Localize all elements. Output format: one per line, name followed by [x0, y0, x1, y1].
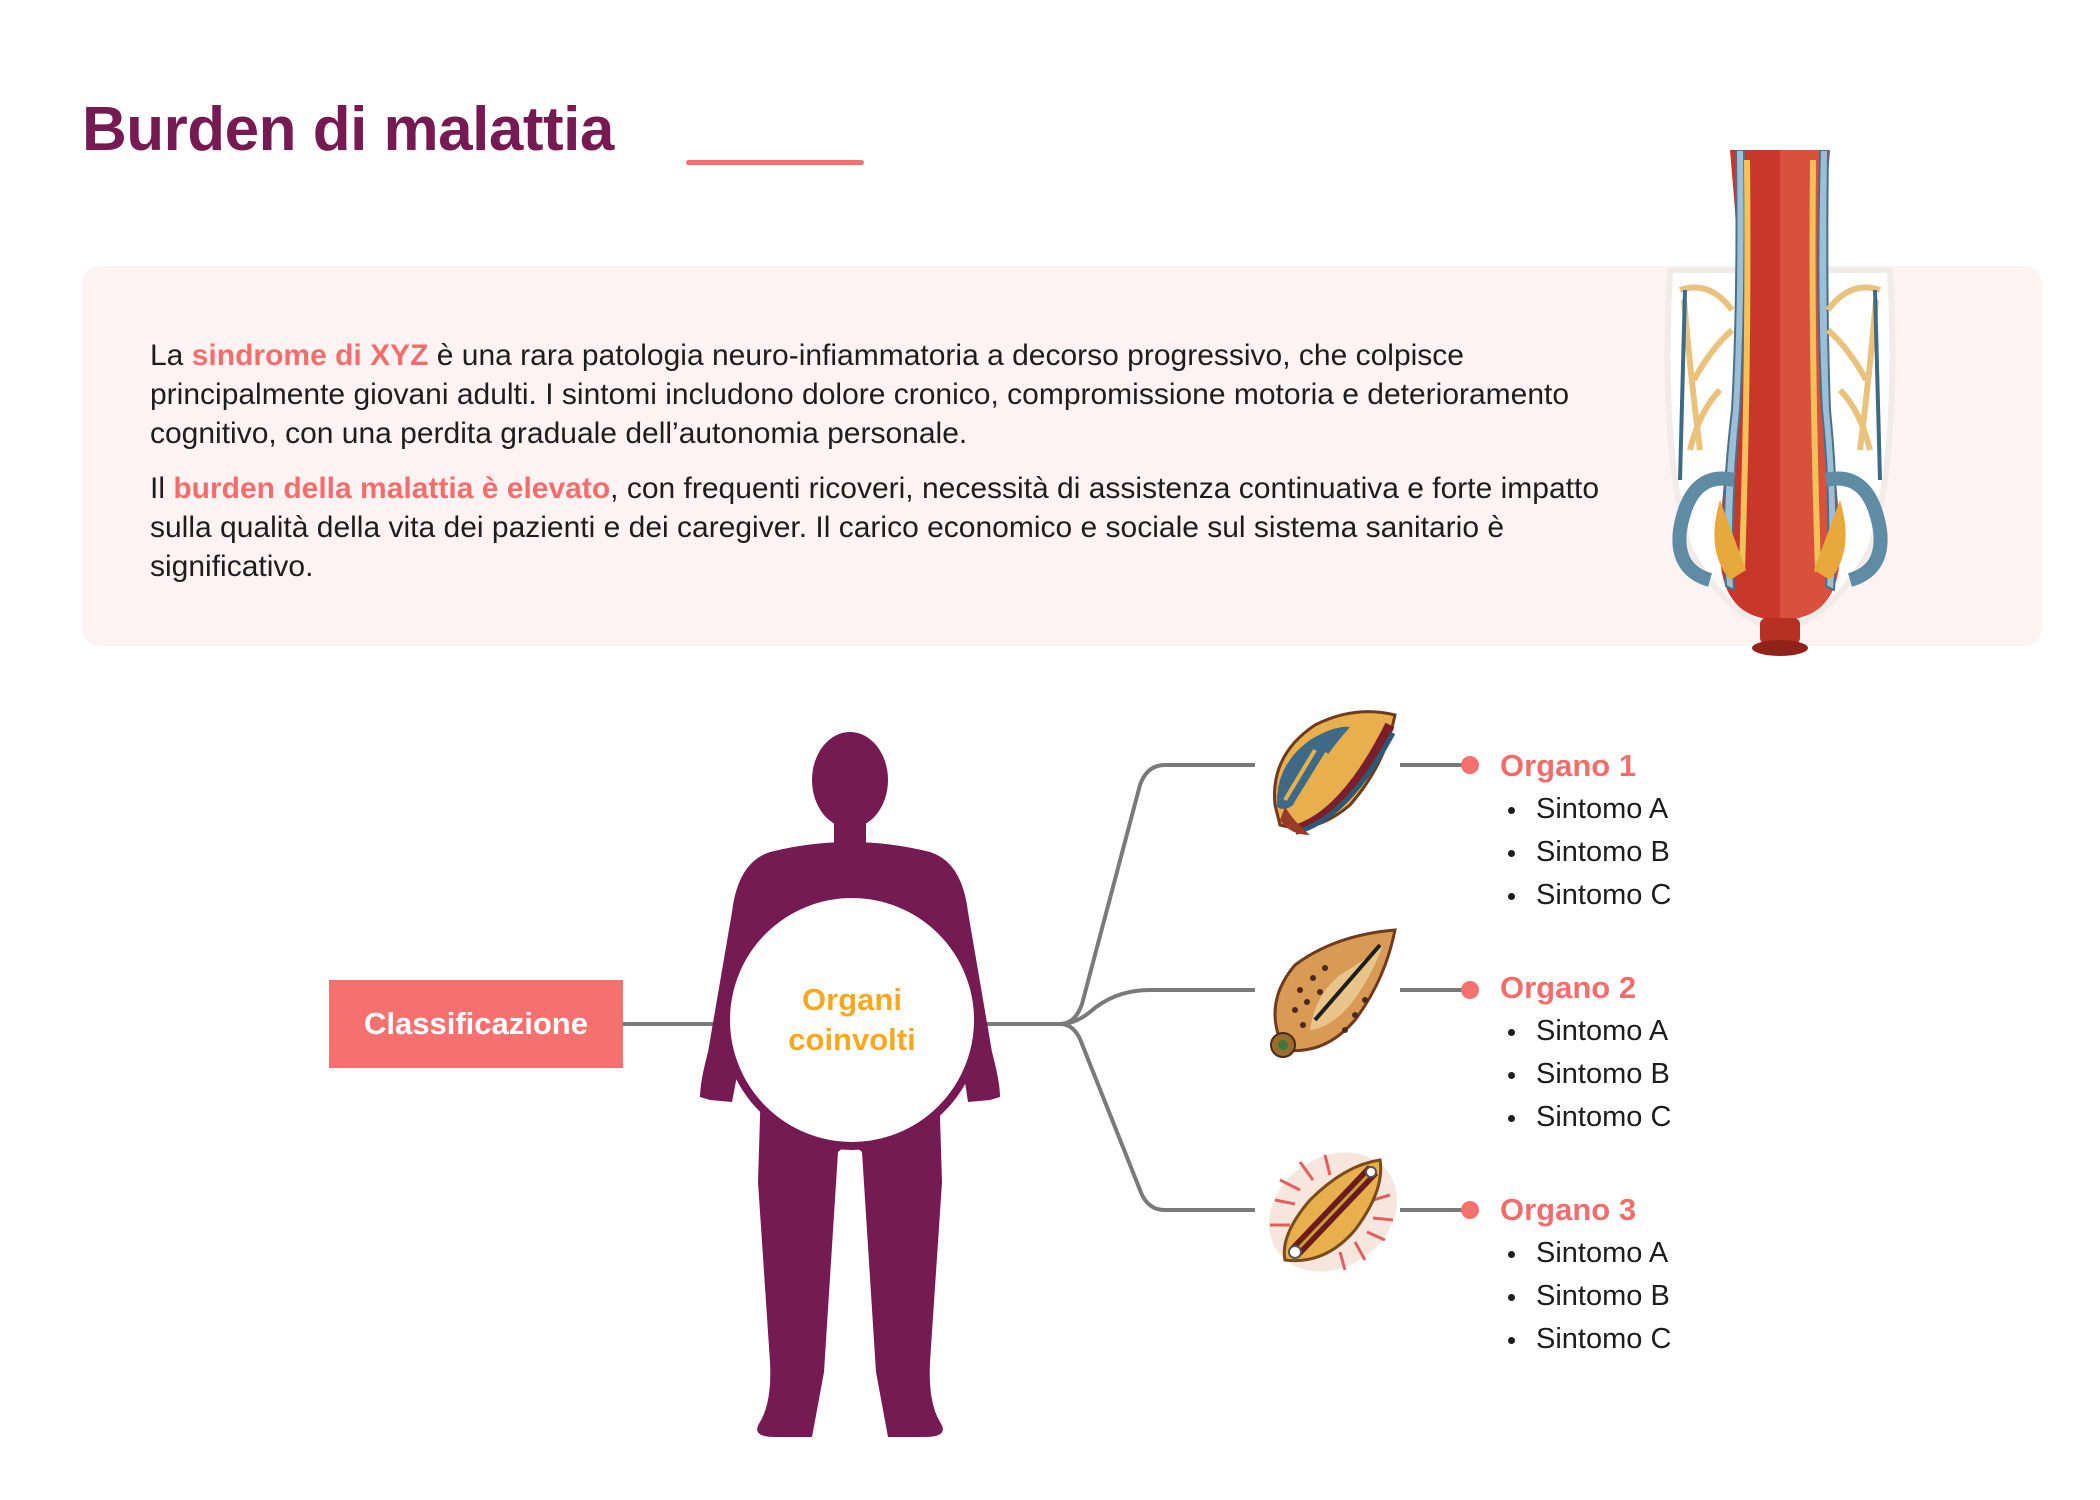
title-underline [686, 160, 864, 165]
connector-dot [1461, 1201, 1479, 1219]
center-circle: Organi coinvolti [722, 890, 982, 1150]
intro-highlight-1: sindrome di XYZ [191, 339, 429, 372]
list-item: Sintomo C [1500, 1318, 1740, 1361]
intro-paragraph-2: Il burden della malattia è elevato, con … [150, 472, 1600, 583]
list-item: Sintomo C [1500, 1096, 1740, 1139]
organ-1-title: Organo 1 [1500, 748, 1637, 783]
connector-dot [1461, 756, 1479, 774]
center-label-line2: coinvolti [788, 1022, 916, 1057]
organ-3-block: Organo 3 Sintomo A Sintomo B Sintomo C [1500, 1188, 1740, 1361]
organ-1-icon [1255, 695, 1405, 845]
page-title: Burden di malattia [82, 95, 614, 164]
organ-2-title: Organo 2 [1500, 970, 1637, 1005]
intro-text: La sindrome di XYZ è una rara patologia … [150, 336, 1600, 602]
list-item: Sintomo A [1500, 1232, 1740, 1275]
intro-paragraph-1: La sindrome di XYZ è una rara patologia … [150, 339, 1570, 450]
list-item: Sintomo A [1500, 1010, 1740, 1053]
organ-2-symptom-list: Sintomo A Sintomo B Sintomo C [1500, 1010, 1740, 1139]
organ-1-block: Organo 1 Sintomo A Sintomo B Sintomo C [1500, 744, 1740, 917]
list-item: Sintomo B [1500, 831, 1740, 874]
center-label-line1: Organi [802, 982, 902, 1017]
organ-2-block: Organo 2 Sintomo A Sintomo B Sintomo C [1500, 966, 1740, 1139]
organ-1-symptom-list: Sintomo A Sintomo B Sintomo C [1500, 788, 1740, 917]
intro-highlight-2: burden della malattia è elevato [173, 472, 611, 505]
anatomy-illustration [1650, 149, 1910, 660]
organ-2-icon [1255, 920, 1405, 1070]
organ-3-icon [1255, 1140, 1405, 1290]
organ-3-title: Organo 3 [1500, 1192, 1637, 1227]
list-item: Sintomo C [1500, 874, 1740, 917]
list-item: Sintomo A [1500, 788, 1740, 831]
connector-dot [1461, 981, 1479, 999]
classification-box: Classificazione [329, 980, 623, 1068]
list-item: Sintomo B [1500, 1275, 1740, 1318]
list-item: Sintomo B [1500, 1053, 1740, 1096]
organ-3-symptom-list: Sintomo A Sintomo B Sintomo C [1500, 1232, 1740, 1361]
